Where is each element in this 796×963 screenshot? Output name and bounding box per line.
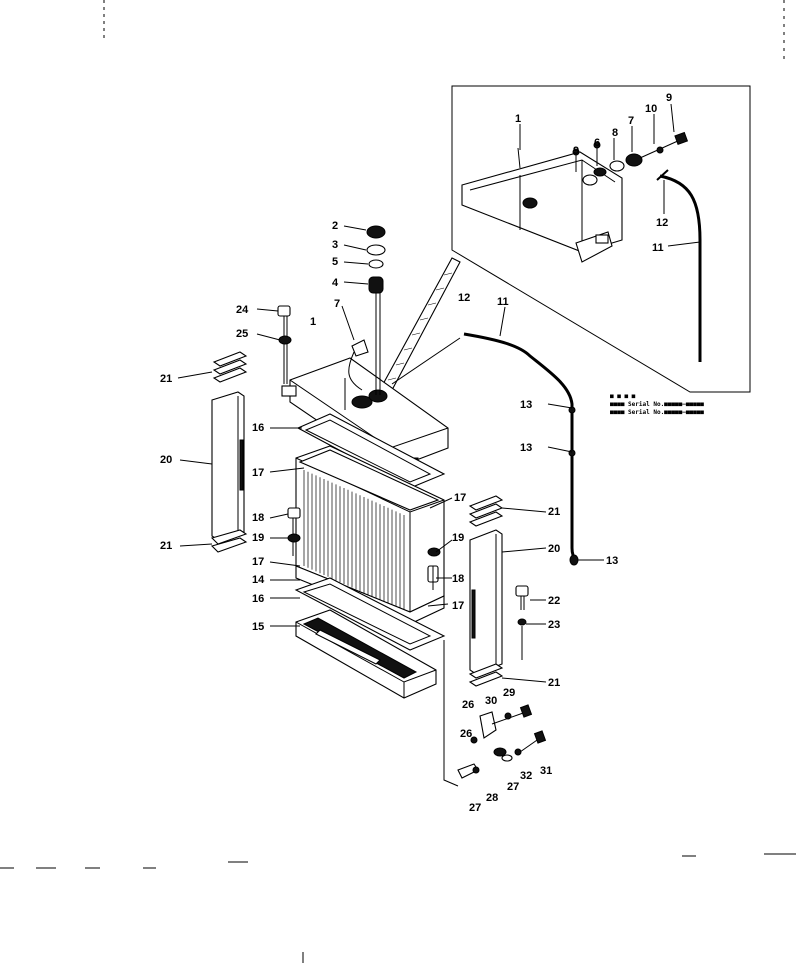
callout-9-inset-a: 9 bbox=[573, 145, 579, 157]
callout-31: 31 bbox=[540, 765, 552, 777]
callout-18-b: 18 bbox=[452, 573, 464, 585]
overflow-hose bbox=[391, 332, 579, 566]
drain-cock-assembly bbox=[443, 640, 547, 787]
callout-21-a: 21 bbox=[160, 373, 172, 385]
callout-17-a: 17 bbox=[252, 467, 264, 479]
right-bottom-plates bbox=[468, 663, 504, 687]
callout-7: 7 bbox=[334, 298, 340, 310]
callout-19-a: 19 bbox=[252, 532, 264, 544]
callout-2: 2 bbox=[332, 220, 338, 232]
callout-14: 14 bbox=[252, 574, 265, 586]
callout-17-c: 17 bbox=[454, 492, 466, 504]
callout-32: 32 bbox=[520, 770, 532, 782]
callout-16-b: 16 bbox=[252, 593, 264, 605]
callout-13-a: 13 bbox=[520, 399, 532, 411]
bolt-22 bbox=[515, 585, 529, 660]
inset-overflow-pipe bbox=[656, 169, 702, 362]
bolt-24 bbox=[277, 305, 292, 384]
left-top-plates bbox=[212, 351, 248, 383]
callout-16-a: 16 bbox=[252, 422, 264, 434]
callout-25: 25 bbox=[236, 328, 248, 340]
callout-19-b: 19 bbox=[452, 532, 464, 544]
left-side-support bbox=[210, 351, 248, 553]
left-bottom-plates bbox=[210, 529, 248, 553]
callout-10-inset: 10 bbox=[645, 103, 657, 115]
inset-note-line2: ■■■■ Serial No.■■■■■—■■■■■ bbox=[610, 401, 704, 408]
callout-1: 1 bbox=[310, 316, 316, 328]
callout-22: 22 bbox=[548, 595, 560, 607]
inset-detail: 1 9 6 8 7 10 9 12 11 ■ ■ ■ ■ ■■■■ Serial… bbox=[451, 85, 751, 416]
callout-13-c: 13 bbox=[606, 555, 618, 567]
callout-24: 24 bbox=[236, 304, 249, 316]
callout-4: 4 bbox=[332, 277, 339, 289]
callout-18-a: 18 bbox=[252, 512, 264, 524]
stay-rod bbox=[381, 257, 461, 391]
callout-11: 11 bbox=[497, 296, 509, 308]
inset-tank bbox=[461, 147, 623, 263]
radiator-core bbox=[295, 445, 445, 625]
callout-6-inset: 6 bbox=[594, 137, 600, 149]
callout-21-b: 21 bbox=[160, 540, 172, 552]
callout-5: 5 bbox=[332, 256, 338, 268]
callout-23: 23 bbox=[548, 619, 560, 631]
inset-note-line3: ■■■■ Serial No.■■■■■—■■■■■ bbox=[610, 409, 704, 416]
callout-29: 29 bbox=[503, 687, 515, 699]
callout-8-inset: 8 bbox=[612, 127, 618, 139]
callout-21-d: 21 bbox=[548, 677, 560, 689]
callout-1-inset: 1 bbox=[515, 113, 521, 125]
callout-17-b: 17 bbox=[252, 556, 264, 568]
callout-17-d: 17 bbox=[452, 600, 464, 612]
callout-12-inset: 12 bbox=[656, 217, 668, 229]
callout-26-a: 26 bbox=[462, 699, 474, 711]
callout-12: 12 bbox=[458, 292, 470, 304]
filler-cap-stack bbox=[348, 225, 386, 395]
callout-20-a: 20 bbox=[160, 454, 172, 466]
callout-27-b: 27 bbox=[469, 802, 481, 814]
callout-30: 30 bbox=[485, 695, 497, 707]
right-top-plates bbox=[468, 495, 504, 527]
callout-26-b: 26 bbox=[460, 728, 472, 740]
inset-cap-stack bbox=[572, 103, 689, 186]
callout-3: 3 bbox=[332, 239, 338, 251]
bolt-18-right bbox=[427, 547, 441, 590]
callout-7-inset: 7 bbox=[628, 115, 634, 127]
lower-tank-base bbox=[295, 609, 437, 699]
inset-note-line1: ■ ■ ■ ■ bbox=[610, 393, 636, 400]
callout-13-b: 13 bbox=[520, 442, 532, 454]
callout-9-inset-b: 9 bbox=[666, 92, 672, 104]
callout-21-c: 21 bbox=[548, 506, 560, 518]
callout-11-inset: 11 bbox=[652, 242, 664, 254]
right-side-support bbox=[468, 495, 504, 687]
leader-lines bbox=[177, 225, 604, 683]
lower-gasket bbox=[294, 577, 446, 651]
callout-20-b: 20 bbox=[548, 543, 560, 555]
callout-27-a: 27 bbox=[507, 781, 519, 793]
callout-28: 28 bbox=[486, 792, 498, 804]
callouts-main: 2 3 5 4 7 24 25 1 12 11 21 20 21 16 17 1… bbox=[160, 220, 618, 814]
callout-15: 15 bbox=[252, 621, 264, 633]
bolt-18-left bbox=[287, 507, 301, 556]
